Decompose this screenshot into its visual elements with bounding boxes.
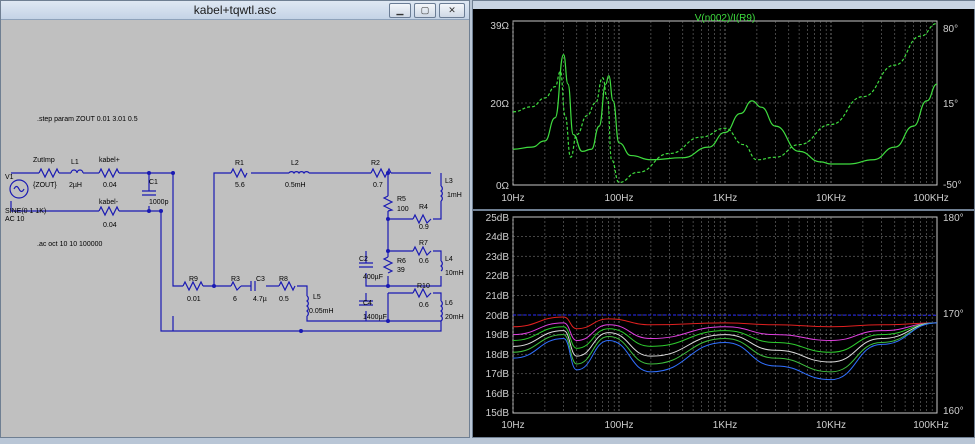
gain-plot-window[interactable]: 25dB 24dB 23dB 22dB 21dB 20dB 19dB 18dB …: [472, 210, 975, 438]
plot-titlebar[interactable]: [473, 1, 975, 9]
component-name: L2: [291, 160, 299, 167]
component-value: 0.9: [419, 224, 429, 231]
component-value: 0.05mH: [309, 308, 334, 315]
x-tick: 10KHz: [816, 193, 846, 204]
component-name: 1mH: [447, 192, 462, 199]
component-value: 0.01: [187, 296, 201, 303]
y2-tick: 15°: [943, 99, 958, 110]
schematic-canvas[interactable]: .step param ZOUT 0.01 3.01 0.5 .ac oct 1…: [1, 19, 469, 437]
y2-tick: 160°: [943, 406, 964, 417]
component-name: kabel+: [99, 157, 120, 164]
y2-tick: 180°: [943, 213, 964, 224]
impedance-plot-window[interactable]: V(n002)/I(R9) 39Ω 20Ω 0Ω 80° 15° -50° 10…: [472, 0, 975, 210]
close-button[interactable]: ✕: [439, 3, 465, 18]
component-name: L4: [445, 256, 453, 263]
y2-tick: 80°: [943, 24, 958, 35]
component-value: 0.5mH: [285, 182, 306, 189]
component-value: 6: [233, 296, 237, 303]
y2-tick: 170°: [943, 309, 964, 320]
component-value: 100: [397, 206, 409, 213]
component-name: R5: [397, 196, 406, 203]
y-tick: 18dB: [486, 350, 510, 361]
x-tick: 100Hz: [605, 193, 634, 204]
y2-tick: -50°: [943, 180, 961, 191]
maximize-button[interactable]: ▢: [414, 3, 436, 18]
gain-plot[interactable]: 25dB 24dB 23dB 22dB 21dB 20dB 19dB 18dB …: [473, 211, 975, 439]
component-name: R8: [279, 276, 288, 283]
y-tick: 39Ω: [490, 21, 509, 32]
x-tick: 1KHz: [713, 420, 737, 431]
y-tick: 22dB: [486, 271, 510, 282]
component-name: L6: [445, 300, 453, 307]
component-value: 4.7µ: [253, 296, 267, 303]
impedance-plot[interactable]: V(n002)/I(R9) 39Ω 20Ω 0Ω 80° 15° -50° 10…: [473, 1, 975, 211]
component-name: C1: [149, 179, 158, 186]
component-value: 1000p: [149, 199, 169, 206]
component-value: 400µF: [363, 274, 383, 281]
component-value: {ZOUT}: [33, 182, 57, 189]
x-tick: 10Hz: [501, 420, 524, 431]
y-tick: 21dB: [486, 291, 510, 302]
component-value: 0.5: [279, 296, 289, 303]
component-name: C2: [359, 256, 368, 263]
x-tick: 10Hz: [501, 193, 524, 204]
component-name: R1: [235, 160, 244, 167]
y-tick: 20Ω: [490, 99, 509, 110]
x-tick: 100KHz: [913, 420, 949, 431]
y-tick: 0Ω: [496, 181, 510, 192]
minimize-button[interactable]: ▁: [389, 3, 411, 18]
y-tick: 19dB: [486, 330, 510, 341]
component-value: 10mH: [445, 270, 464, 277]
component-value: 20mH: [445, 314, 464, 321]
y-tick: 15dB: [486, 408, 510, 419]
component-name: R9: [189, 276, 198, 283]
schematic-titlebar[interactable]: kabel+tqwtl.asc ▁ ▢ ✕: [1, 1, 469, 20]
component-name: R3: [231, 276, 240, 283]
component-name: C3: [256, 276, 265, 283]
y-tick: 23dB: [486, 252, 510, 263]
component-name: R10: [417, 283, 430, 290]
trace-label[interactable]: V(n002)/I(R9): [695, 13, 756, 24]
component-value: 1400µF: [363, 314, 387, 321]
component-name: R2: [371, 160, 380, 167]
component-value: 0.04: [103, 222, 117, 229]
component-value: 0.6: [419, 258, 429, 265]
y-tick: 24dB: [486, 232, 510, 243]
component-value: 5.6: [235, 182, 245, 189]
component-name: kabel-: [99, 199, 119, 206]
component-value: 0.6: [419, 302, 429, 309]
x-tick: 10KHz: [816, 420, 846, 431]
component-value: 39: [397, 267, 405, 274]
source-value-1: SINE(0 1 1K): [5, 208, 46, 215]
y-tick: 17dB: [486, 369, 510, 380]
y-tick: 20dB: [486, 311, 510, 322]
component-name: R7: [419, 240, 428, 247]
component-name: R6: [397, 258, 406, 265]
step-directive[interactable]: .step param ZOUT 0.01 3.01 0.5: [37, 116, 138, 123]
component-value: 0.04: [103, 182, 117, 189]
ac-directive[interactable]: .ac oct 10 10 100000: [37, 241, 102, 248]
y-tick: 25dB: [486, 213, 510, 224]
component-name: R4: [419, 204, 428, 211]
x-tick: 100Hz: [605, 420, 634, 431]
schematic-window[interactable]: kabel+tqwtl.asc ▁ ▢ ✕: [0, 0, 470, 438]
component-value: 2µH: [69, 182, 82, 189]
component-name: L1: [71, 159, 79, 166]
component-name: C4: [363, 300, 372, 307]
source-name: V1: [5, 174, 14, 181]
x-tick: 1KHz: [713, 193, 737, 204]
x-tick: 100KHz: [913, 193, 949, 204]
component-value: 0.7: [373, 182, 383, 189]
y-tick: 16dB: [486, 389, 510, 400]
component-name: L3: [445, 178, 453, 185]
component-name: ZutImp: [33, 157, 55, 164]
source-value-2: AC 10: [5, 216, 25, 223]
component-name: L5: [313, 294, 321, 301]
